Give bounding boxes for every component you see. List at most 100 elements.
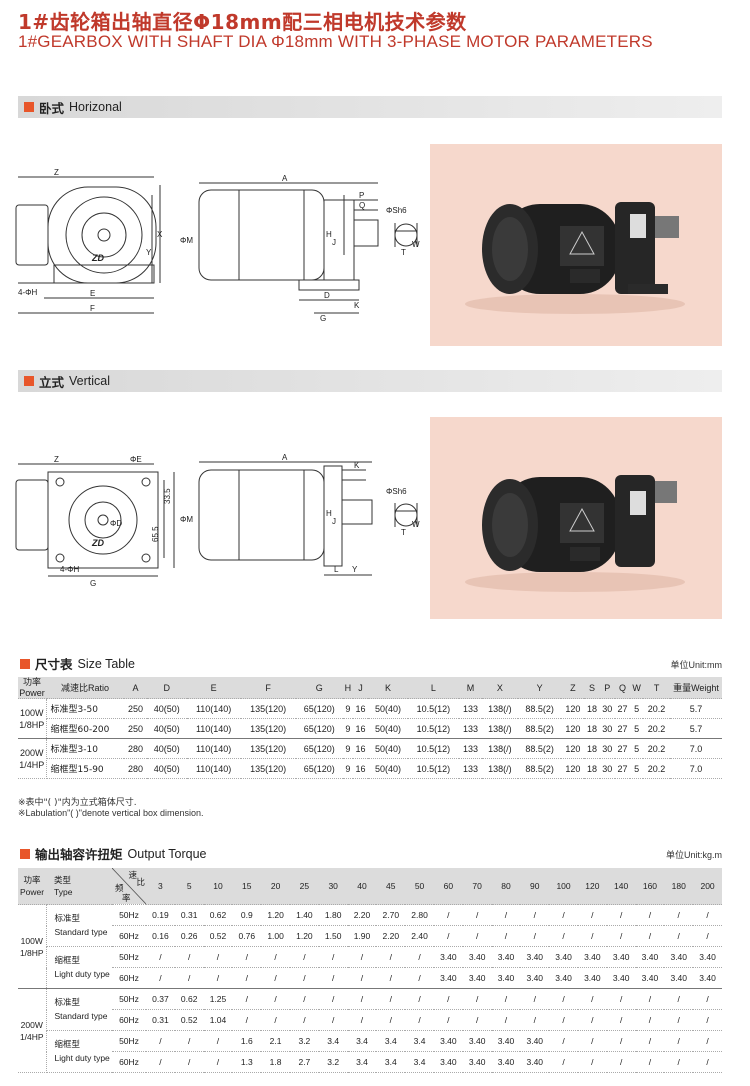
torque-cell: 1.25 xyxy=(203,988,233,1010)
torque-cell: / xyxy=(174,1051,204,1073)
header-speed-ratio-freq: 速 比 频 率 xyxy=(112,868,146,905)
torque-cell: / xyxy=(203,946,233,968)
torque-cell: 0.62 xyxy=(174,988,204,1010)
dim-label-g: G xyxy=(320,314,326,323)
dim-cell: 16 xyxy=(352,738,369,759)
torque-cell: / xyxy=(347,988,377,1010)
torque-cell: / xyxy=(318,967,348,989)
torque-cell: / xyxy=(174,1030,204,1052)
header-col-p: P xyxy=(599,677,615,699)
dim-cell: 65(120) xyxy=(295,718,343,739)
dim-cell: 133 xyxy=(459,698,482,719)
torque-cell: / xyxy=(289,946,319,968)
dim-cell: 88.5(2) xyxy=(517,698,562,719)
header-col-z: Z xyxy=(561,677,585,699)
header-ratio-80: 80 xyxy=(491,868,521,905)
page-title-cn: 1#齿轮箱出轴直径Φ18mm配三相电机技术参数 xyxy=(18,10,467,34)
torque-unit: 单位Unit:kg.m xyxy=(665,850,722,860)
torque-cell: / xyxy=(405,946,434,968)
ratio-cell: 缩框型60-200 xyxy=(46,718,124,739)
dim-cell: 40(50) xyxy=(146,718,187,739)
dim-label-sh6: ΦSh6 xyxy=(386,206,407,215)
torque-cell: / xyxy=(491,904,521,926)
freq-cell: 60Hz xyxy=(112,1009,146,1031)
torque-cell: / xyxy=(520,1009,550,1031)
freq-cell: 50Hz xyxy=(112,946,146,968)
torque-cell: 3.40 xyxy=(635,967,665,989)
torque-cell: 1.20 xyxy=(261,904,290,926)
dim-label-d: ΦD xyxy=(110,519,122,528)
torque-cell: / xyxy=(577,904,607,926)
dim-cell: 27 xyxy=(614,698,631,719)
dim-cell: 138(/) xyxy=(481,738,518,759)
torque-cell: / xyxy=(693,904,722,926)
header-ratio-70: 70 xyxy=(462,868,492,905)
dim-cell: 280 xyxy=(124,738,147,759)
dim-label-a: A xyxy=(282,453,288,462)
torque-cell: / xyxy=(232,988,262,1010)
torque-cell: / xyxy=(664,1051,694,1073)
torque-cell: 0.52 xyxy=(203,925,233,947)
torque-cell: 1.00 xyxy=(261,925,290,947)
torque-cell: / xyxy=(433,925,463,947)
weight-cell: 7.0 xyxy=(670,758,722,779)
dim-cell: 133 xyxy=(459,718,482,739)
torque-cell: 1.6 xyxy=(232,1030,262,1052)
torque-cell: 0.37 xyxy=(146,988,175,1010)
dim-label-y: Y xyxy=(146,248,152,257)
dim-cell: 120 xyxy=(561,738,585,759)
torque-cell: 1.80 xyxy=(318,904,348,926)
dim-cell: 88.5(2) xyxy=(517,758,562,779)
section-horizontal-header: 卧式 Horizonal xyxy=(18,96,722,118)
torque-cell: / xyxy=(261,967,290,989)
header-col-a: A xyxy=(124,677,147,699)
dim-cell: 9 xyxy=(342,758,353,779)
dim-cell: 135(120) xyxy=(240,718,296,739)
torque-cell: / xyxy=(520,904,550,926)
torque-cell: 0.52 xyxy=(174,1009,204,1031)
torque-cell: / xyxy=(549,1009,578,1031)
dim-cell: 10.5(12) xyxy=(407,698,460,719)
torque-cell: / xyxy=(606,1030,636,1052)
dim-label-j: J xyxy=(332,517,336,526)
torque-cell: 0.16 xyxy=(146,925,175,947)
logo-zd: ZD xyxy=(91,253,104,263)
torque-cell: / xyxy=(318,1009,348,1031)
torque-cell: / xyxy=(693,1030,722,1052)
dim-label-f: F xyxy=(90,304,95,313)
horizontal-motor-photo xyxy=(430,144,722,346)
horizontal-drawing: Z A P Q ΦSh6 X Y ΦM H J T W 4-ΦH E F D G… xyxy=(15,168,420,323)
torque-cell: / xyxy=(232,946,262,968)
dim-cell: 138(/) xyxy=(481,718,518,739)
size-table-unit: 单位Unit:mm xyxy=(670,660,723,670)
torque-cell: / xyxy=(693,925,722,947)
dim-label-q: Q xyxy=(359,201,365,210)
dim-label-w: W xyxy=(412,520,420,529)
dim-label-h: H xyxy=(326,509,332,518)
torque-cell: 3.40 xyxy=(664,967,694,989)
dim-cell: 40(50) xyxy=(146,758,187,779)
torque-cell: / xyxy=(146,967,175,989)
torque-cell: / xyxy=(289,988,319,1010)
dim-cell: 110(140) xyxy=(186,738,241,759)
header-ratio-200: 200 xyxy=(693,868,722,905)
torque-cell: 1.20 xyxy=(289,925,319,947)
dim-label-a: A xyxy=(282,174,288,183)
torque-cell: 3.4 xyxy=(347,1030,377,1052)
torque-cell: / xyxy=(549,988,578,1010)
dim-cell: 65(120) xyxy=(295,758,343,779)
header-col-d: D xyxy=(146,677,187,699)
torque-cell: 3.40 xyxy=(520,1030,550,1052)
torque-cell: 3.2 xyxy=(289,1030,319,1052)
torque-cell: 1.40 xyxy=(289,904,319,926)
torque-cell: 0.76 xyxy=(232,925,262,947)
